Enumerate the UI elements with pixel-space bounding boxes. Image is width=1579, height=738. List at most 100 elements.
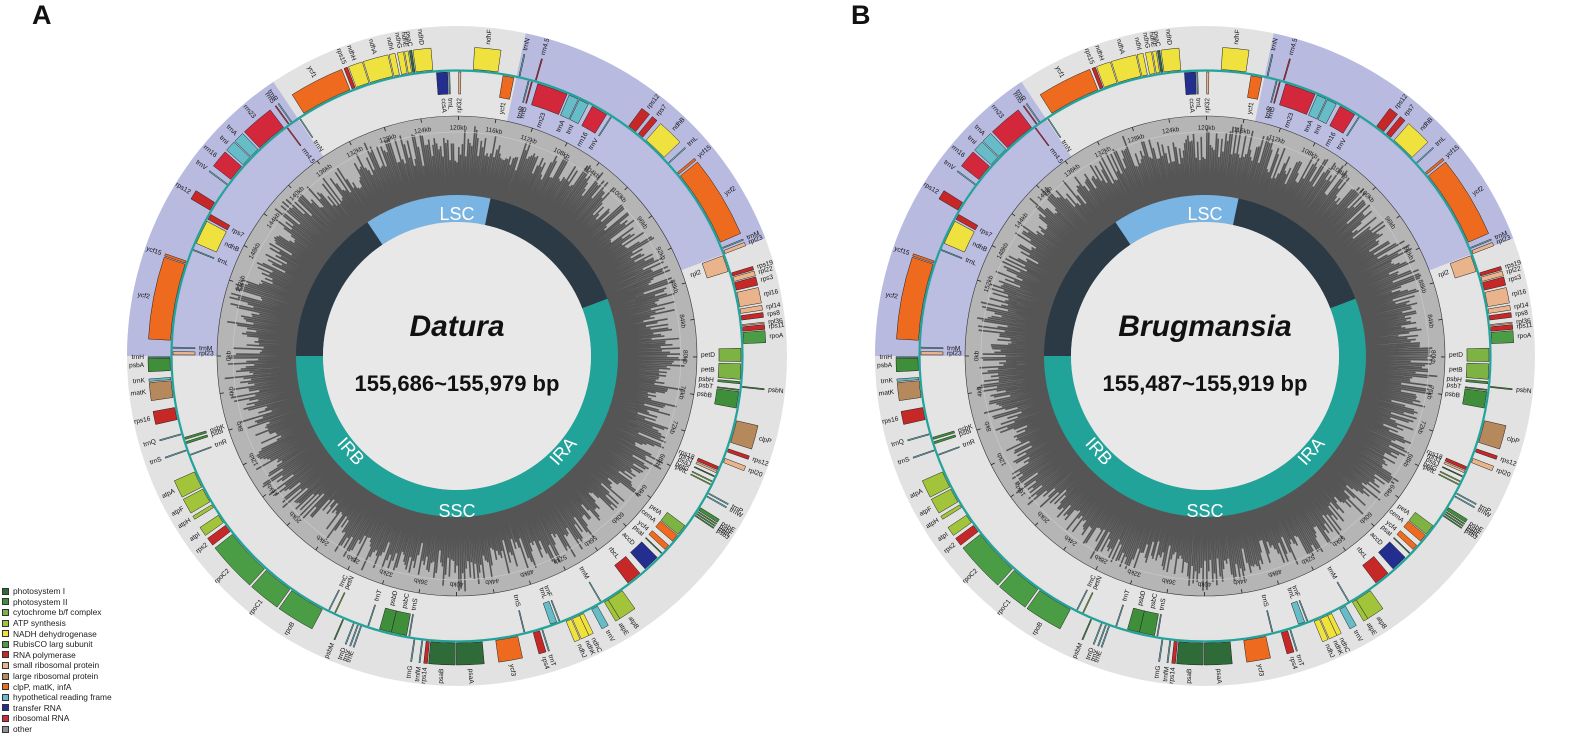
legend-label: other	[13, 724, 33, 735]
gene-label: rpl36	[768, 317, 784, 326]
gene-rps15	[1091, 66, 1104, 90]
gene-label: clpP	[758, 435, 773, 445]
kb-tick-label: 48kb	[1267, 567, 1283, 578]
gene-label: psbN	[1516, 386, 1532, 395]
gene-rps3	[1482, 276, 1507, 291]
gene-label: psbC	[1149, 593, 1159, 610]
gene-ndhB	[645, 123, 681, 158]
kb-tick-label: 8kb	[983, 420, 993, 432]
region-ssc	[1115, 195, 1239, 245]
gene-trnR	[938, 446, 960, 456]
gene-rps4	[532, 630, 547, 655]
gene-label: psbI	[958, 428, 972, 439]
gene-label: ycf3	[508, 664, 517, 677]
gene-track: psbAtrnHmatKtrnKrps16trnQpsbKpsbItrnStrn…	[877, 29, 1533, 684]
gene-label: trnM	[746, 230, 761, 241]
gene-label: ycf1	[306, 65, 318, 79]
gene-ndhA	[1111, 54, 1142, 83]
gene-rrn23	[1279, 83, 1316, 115]
gene-label: trnQ	[891, 438, 905, 448]
gene-rrn16	[581, 105, 607, 134]
gene-label: trnI	[966, 134, 978, 146]
gene-rpl20	[1471, 458, 1494, 472]
gene-label: rps8	[767, 309, 781, 318]
gene-rps12	[727, 448, 750, 460]
gene-trnfM	[418, 640, 424, 664]
gene-label: ndhE	[399, 32, 409, 49]
gene-trnM	[1470, 238, 1492, 249]
gene-label: trnK	[133, 377, 146, 385]
gene-ycf1	[499, 75, 515, 100]
gene-atpB	[1355, 590, 1384, 619]
gene-trnM	[722, 238, 744, 249]
gene-trnR	[522, 80, 530, 103]
legend-swatch	[2, 651, 9, 659]
gene-trnM	[1336, 581, 1350, 602]
gene-rps19	[1479, 266, 1503, 277]
gene-trnN	[518, 53, 526, 77]
gene-psbA	[895, 357, 919, 373]
gene-label: rps14	[420, 667, 429, 684]
kb-tick-label: 8kb	[235, 420, 245, 432]
gene-label: rpl23	[748, 234, 765, 246]
gene-trnP	[708, 492, 729, 506]
gene-rrn5	[274, 105, 290, 125]
gene-label: psbD	[1137, 590, 1148, 607]
gene-atpA	[921, 471, 951, 498]
gene-label: rpl20	[747, 467, 764, 479]
gene-label: rpl22	[758, 265, 774, 276]
gene-petD	[1466, 347, 1490, 362]
gene-ndhG	[1145, 51, 1156, 75]
gene-rps12	[1376, 108, 1398, 132]
gene-label: trnT	[1121, 589, 1131, 602]
gene-label: ndhH	[345, 44, 357, 61]
legend-item: hypothetical reading frame	[2, 692, 112, 703]
gene-atpF	[930, 488, 959, 514]
gene-label: rpl16	[763, 288, 779, 298]
gene-psbM	[333, 618, 344, 641]
gene-label: rps11	[1516, 322, 1533, 331]
gene-petB	[717, 362, 742, 380]
gene-label: rpl2	[690, 269, 703, 279]
gene-label: rps4	[540, 656, 550, 671]
gene-label: trnL	[537, 587, 548, 600]
genome-length-b: 155,487~155,919 bp	[1103, 371, 1308, 396]
gene-trnL	[542, 600, 558, 625]
gene-psbL	[696, 513, 716, 527]
gene-label: trnT	[373, 589, 383, 602]
gene-trnK	[896, 377, 920, 382]
gene-ndhB	[943, 220, 975, 253]
kb-tick-label: 120kb	[1198, 125, 1216, 132]
gene-rpl36	[741, 321, 765, 326]
legend-swatch	[2, 587, 9, 595]
gene-trnL	[1196, 71, 1199, 95]
gene-trnfM	[1166, 640, 1172, 664]
gene-rps12	[190, 190, 215, 211]
gene-psbN	[1489, 386, 1513, 391]
gene-psbA	[147, 357, 171, 373]
gene-trnI	[569, 99, 589, 124]
kb-tick-label: 76kb	[677, 385, 686, 400]
gene-label: trnL	[446, 98, 453, 110]
gene-label: psbA	[129, 362, 145, 369]
legend-item: transfer RNA	[2, 703, 112, 714]
gene-rpl2	[701, 255, 729, 279]
gene-petG	[1439, 470, 1461, 483]
gene-ndhE	[404, 50, 412, 74]
legend-swatch	[2, 725, 9, 733]
gene-rrn5	[1273, 81, 1281, 104]
gene-matK	[896, 380, 922, 401]
gene-ycf15	[1425, 157, 1445, 175]
gene-label: rps11	[768, 322, 785, 331]
gene-label: trnN	[522, 37, 532, 51]
gene-ccsA	[436, 71, 449, 95]
legend-swatch	[2, 608, 9, 616]
gene-label: rrn5	[519, 106, 529, 119]
gene-ndhI	[388, 52, 400, 77]
gene-trnN	[1047, 118, 1062, 139]
map-title-b: Brugmansia	[1118, 310, 1291, 343]
gene-label: trnY	[1090, 648, 1101, 662]
gene-label: rpl20	[1495, 467, 1512, 479]
gene-label: rps3	[760, 274, 774, 284]
